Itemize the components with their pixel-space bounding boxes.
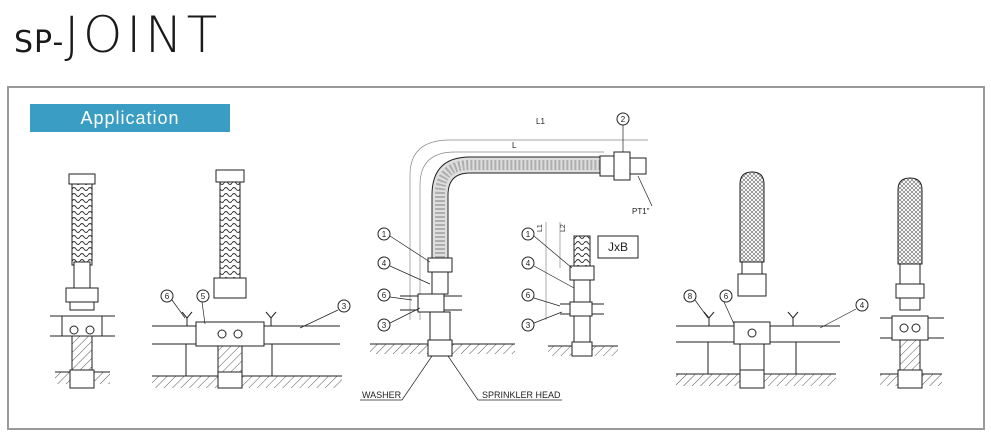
- callout-main-1: 1: [382, 230, 387, 239]
- page-title: SP-JOINT: [14, 10, 221, 60]
- figure-e-callouts: 8 6 4: [683, 289, 869, 329]
- application-badge: Application: [30, 104, 230, 132]
- figure-b: [152, 169, 342, 389]
- figure-a: [50, 173, 115, 389]
- jxb-box: [597, 235, 639, 259]
- callout-main-2: 2: [621, 115, 626, 124]
- thread-pt: PT1": [632, 207, 650, 216]
- callout-small-6: 6: [526, 291, 531, 300]
- callout-small-3: 3: [526, 321, 531, 330]
- figure-e: [676, 171, 840, 389]
- callout-right-4: 4: [860, 301, 865, 310]
- callout-left-5: 5: [201, 292, 206, 301]
- flex-hose-b: [219, 177, 241, 279]
- dim-l: L: [512, 141, 517, 150]
- figure-d: [545, 222, 618, 357]
- dim-l2-small: L2: [560, 224, 567, 232]
- callout-left-3: 3: [342, 302, 347, 311]
- callout-right-6: 6: [724, 292, 729, 301]
- title-prefix: SP-: [14, 25, 65, 60]
- application-frame: [7, 86, 985, 430]
- title-main: JOINT: [64, 6, 222, 64]
- callout-right-8: 8: [688, 292, 693, 301]
- figure-c: [370, 139, 648, 357]
- flex-hose-a: [71, 179, 93, 266]
- figure-b-callouts: 6 5 3: [160, 289, 351, 329]
- dim-l1: L1: [536, 117, 545, 126]
- dim-l1-small: L1: [537, 224, 544, 232]
- callout-small-1: 1: [526, 230, 531, 239]
- callout-main-6: 6: [382, 291, 387, 300]
- figure-c-labels: L1 L 2 PT1" 1 4 6 3 WASHER SPRINKLER HEA…: [360, 112, 653, 401]
- label-jxb: JxB: [608, 240, 628, 254]
- callout-small-4: 4: [526, 259, 531, 268]
- label-sprinkler-head: SPRINKLER HEAD: [482, 390, 561, 400]
- figure-f: [880, 177, 944, 389]
- callout-main-3: 3: [382, 321, 387, 330]
- label-washer: WASHER: [362, 390, 402, 400]
- callout-main-4: 4: [382, 259, 387, 268]
- figure-d-labels: L1 L2 JxB 1 4 6 3: [521, 224, 639, 332]
- callout-left-6: 6: [165, 292, 170, 301]
